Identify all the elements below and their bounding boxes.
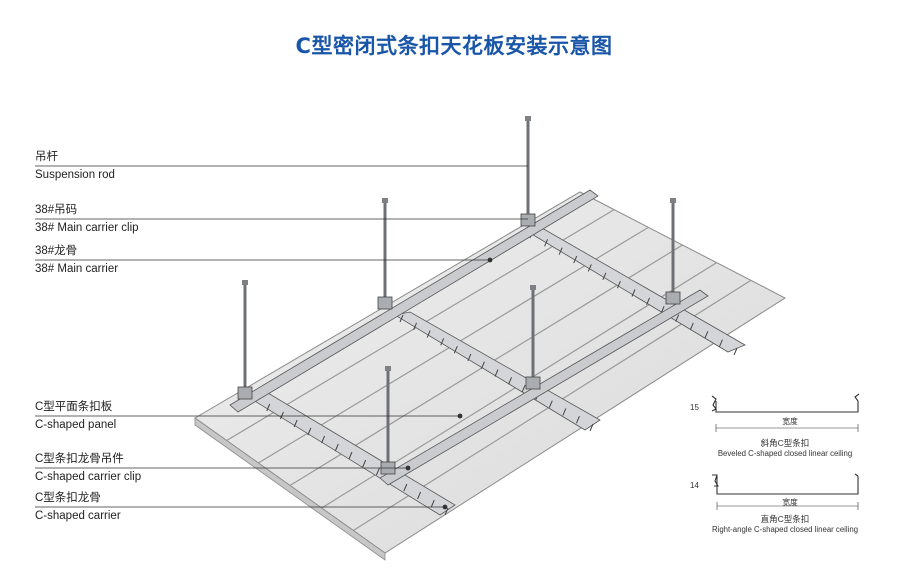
carrier-tooth (508, 377, 513, 385)
callout-c-shaped-panel-zh: C型平面条扣板 (35, 401, 113, 413)
callout-c-carrier-clip-en: C-shaped carrier clip (35, 471, 142, 483)
carrier-tooth (413, 322, 418, 330)
profile-right-angle-name-en: Right-angle C-shaped closed linear ceili… (711, 525, 859, 534)
c-shaped-carrier-group (243, 227, 746, 516)
carrier-tooth (689, 322, 694, 331)
carrier-tooth (573, 255, 578, 264)
profile-right-angle-name-zh: 直角C型条扣 (760, 514, 810, 524)
main-carrier (379, 289, 709, 486)
carrier-tooth (444, 507, 449, 516)
carrier-tooth (587, 264, 592, 272)
carrier-tooth (548, 400, 553, 408)
carrier-tooth (403, 483, 408, 492)
carrier-tooth (616, 280, 621, 289)
carrier-tooth (494, 369, 499, 377)
suspension-rod (525, 285, 541, 390)
carrier-tooth (266, 403, 271, 412)
carrier-tooth (589, 423, 594, 432)
carrier-tooth (521, 384, 526, 393)
callout-c-carrier-clip-zh: C型条扣龙骨吊件 (35, 453, 124, 465)
profile-beveled-name-zh: 斜角C型条扣 (760, 438, 810, 448)
suspension-rod (665, 198, 681, 305)
carrier-tooth (362, 459, 367, 468)
carrier-tooth (293, 419, 298, 428)
carrier-tooth (602, 272, 607, 280)
carrier-tooth (480, 361, 485, 369)
main-carrier-group (229, 189, 709, 486)
carrier-tooth (399, 314, 404, 323)
carrier-tooth (544, 239, 549, 247)
carrier-tooth (453, 345, 458, 354)
carrier-tooth (467, 353, 472, 362)
page-title: C型密闭式条扣天花板安装示意图 (295, 34, 613, 58)
carrier-tooth (307, 427, 312, 436)
callout-leader-lines (35, 165, 528, 510)
profile-beveled-width-label: 宽度 (782, 417, 798, 426)
carrier-tooth (733, 347, 738, 356)
callout-suspension-rod-en: Suspension rod (35, 169, 115, 181)
main-carrier (229, 189, 599, 413)
carrier-tooth (675, 314, 680, 322)
suspension-rod (237, 280, 253, 400)
profile-beveled-height: 15 (690, 403, 699, 412)
carrier-tooth (348, 451, 353, 460)
carrier-tooth (430, 499, 435, 508)
carrier-tooth (660, 306, 665, 314)
profile-beveled-name-en: Beveled C-shaped closed linear ceiling (717, 449, 853, 458)
callout-main-carrier-en: 38# Main carrier (35, 263, 119, 275)
suspension-rods (237, 116, 681, 475)
callout-main-carrier-clip-en: 38# Main carrier clip (35, 222, 139, 234)
carrier-tooth (718, 339, 723, 347)
callout-c-shaped-panel-en: C-shaped panel (35, 419, 117, 431)
carrier-tooth (631, 289, 636, 297)
callout-main-carrier-clip-zh: 38#吊码 (35, 204, 78, 216)
carrier-tooth (334, 443, 339, 452)
profile-right-angle-height: 14 (690, 481, 699, 490)
profile-right-angle-width-label: 宽度 (782, 498, 798, 507)
carrier-tooth (321, 435, 326, 444)
callout-main-carrier-zh: 38#龙骨 (35, 245, 78, 257)
carrier-tooth (558, 247, 563, 255)
carrier-tooth (562, 408, 567, 416)
callout-c-carrier-zh: C型条扣龙骨 (35, 492, 101, 504)
carrier-tooth (417, 491, 422, 500)
carrier-tooth (704, 331, 709, 339)
callout-suspension-rod-zh: 吊杆 (35, 151, 58, 163)
callout-c-carrier-en: C-shaped carrier (35, 510, 121, 522)
profile-right-angle (712, 473, 859, 510)
carrier-tooth (646, 297, 651, 306)
carrier-tooth (279, 411, 284, 420)
suspension-rod (377, 198, 393, 310)
carrier-tooth (575, 416, 580, 424)
suspension-rod (520, 116, 536, 227)
carrier-tooth (426, 330, 431, 338)
profile-beveled (711, 393, 860, 432)
carrier-tooth (440, 338, 445, 346)
c-shaped-carrier (393, 311, 601, 432)
carrier-tooth (375, 467, 380, 476)
